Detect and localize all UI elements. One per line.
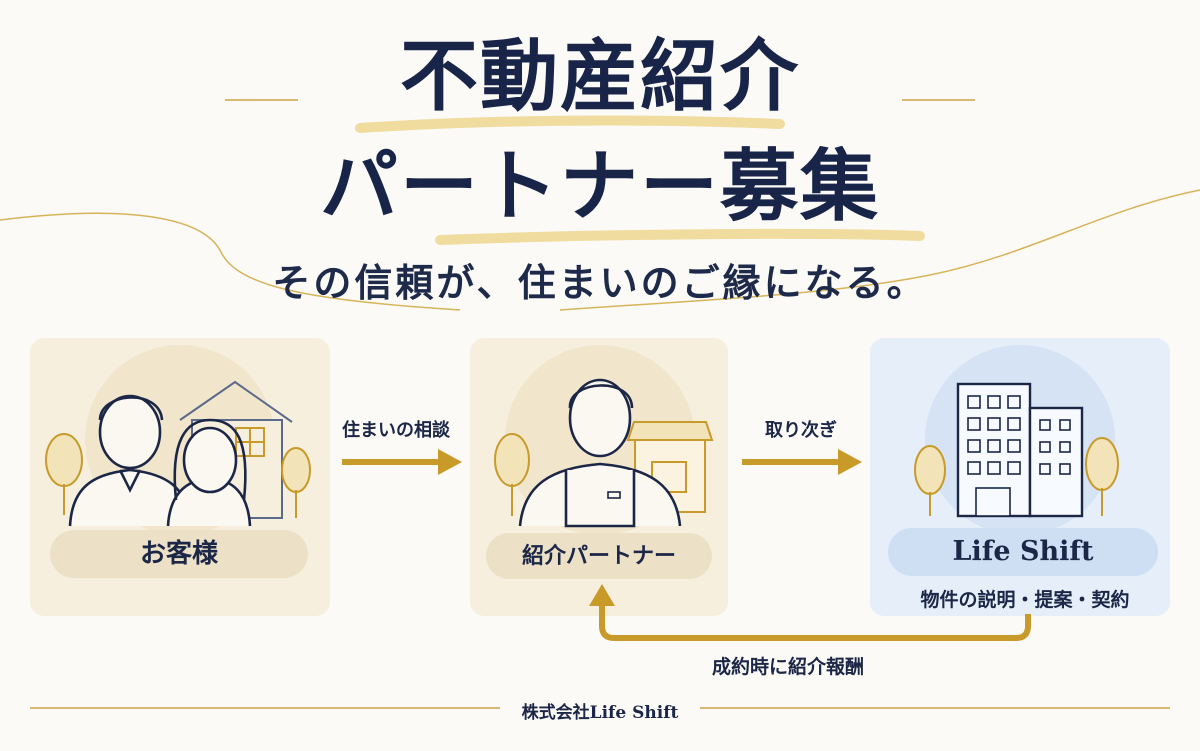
arrow-company-to-partner xyxy=(589,584,1031,641)
arrow-label-consult: 住まいの相談 xyxy=(342,420,450,441)
shopkeeper-icon xyxy=(518,378,682,528)
arrow-label-reward: 成約時に紹介報酬 xyxy=(712,656,865,678)
arrow-partner-to-company xyxy=(742,449,862,475)
page-title-line-1: 不動産紹介 xyxy=(399,31,800,122)
tagline: その信頼が、住まいのご縁になる。 xyxy=(272,260,928,305)
office-building-icon xyxy=(956,382,1084,518)
tree-icon xyxy=(914,437,1119,516)
swirl-line-right xyxy=(559,189,1200,311)
customer-label: お客様 xyxy=(50,530,308,578)
arrow-customer-to-partner xyxy=(342,449,462,475)
partner-label: 紹介パートナー xyxy=(486,533,712,579)
tree-icon xyxy=(45,433,311,518)
company-services-label: 物件の説明・提案・契約 xyxy=(920,589,1130,611)
title-highlight-stroke-1 xyxy=(355,115,785,133)
page-title-line-2: パートナー募集 xyxy=(319,141,880,232)
title-highlight-stroke-2 xyxy=(435,228,925,245)
company-label: Life Shift xyxy=(888,528,1158,576)
swirl-line-left xyxy=(0,212,461,311)
couple-icon xyxy=(68,394,252,527)
footer-company-name: 株式会社Life Shift xyxy=(521,703,679,723)
tree-icon xyxy=(494,433,530,516)
arrow-label-forward: 取り次ぎ xyxy=(765,420,837,441)
